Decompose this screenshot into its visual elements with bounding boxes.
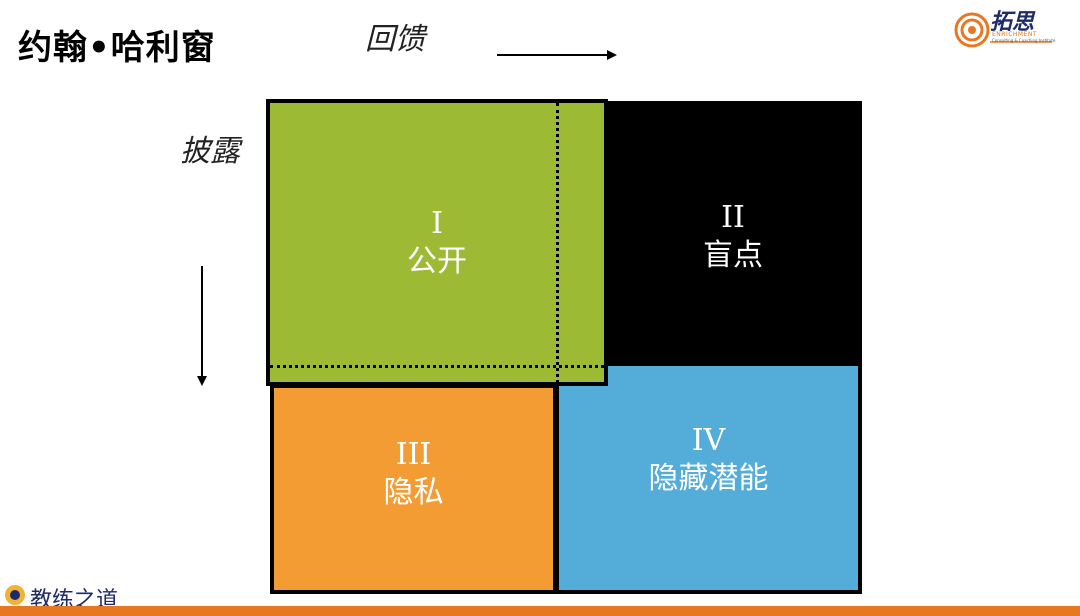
quadrant-4-label: 隐藏潜能 (648, 461, 769, 496)
quadrant-hidden-potential: IV 隐藏潜能 (555, 362, 862, 594)
arrow-down-icon (197, 266, 207, 386)
arrow-right-icon (497, 50, 617, 60)
footer-bar (0, 606, 1080, 616)
quadrant-3-text: III 隐私 (274, 436, 553, 512)
quadrant-open: I 公开 (266, 99, 608, 386)
quadrant-2-label: 盲点 (703, 238, 763, 273)
logo-subtitle: ENRICHMENT (992, 31, 1038, 38)
quadrant-1-text: I 公开 (270, 205, 604, 281)
quadrant-2-text: II 盲点 (608, 199, 858, 275)
quadrant-private: III 隐私 (270, 384, 557, 594)
quadrant-1-label: 公开 (407, 244, 467, 279)
disclosure-axis-label: 披露 (180, 134, 240, 169)
logo-tagline: Consulting & Coaching Institute (992, 38, 1056, 43)
page-title: 约翰•哈利窗 (18, 28, 216, 68)
logo-name: 拓思 (990, 9, 1035, 35)
dotted-divider-horizontal (270, 365, 604, 368)
quadrant-4-text: IV 隐藏潜能 (559, 422, 858, 498)
quadrant-blind-spot: II 盲点 (604, 101, 862, 363)
quadrant-2-numeral: II (721, 200, 745, 235)
spiral-logo-icon (954, 12, 1052, 48)
quadrant-1-numeral: I (431, 206, 443, 241)
quadrant-3-numeral: III (395, 437, 432, 472)
dotted-divider-vertical (556, 103, 559, 383)
quadrant-3-label: 隐私 (383, 475, 444, 510)
quadrant-4-numeral: IV (691, 423, 726, 458)
feedback-axis-label: 回馈 (365, 22, 425, 57)
footer-badge-icon (5, 585, 25, 605)
